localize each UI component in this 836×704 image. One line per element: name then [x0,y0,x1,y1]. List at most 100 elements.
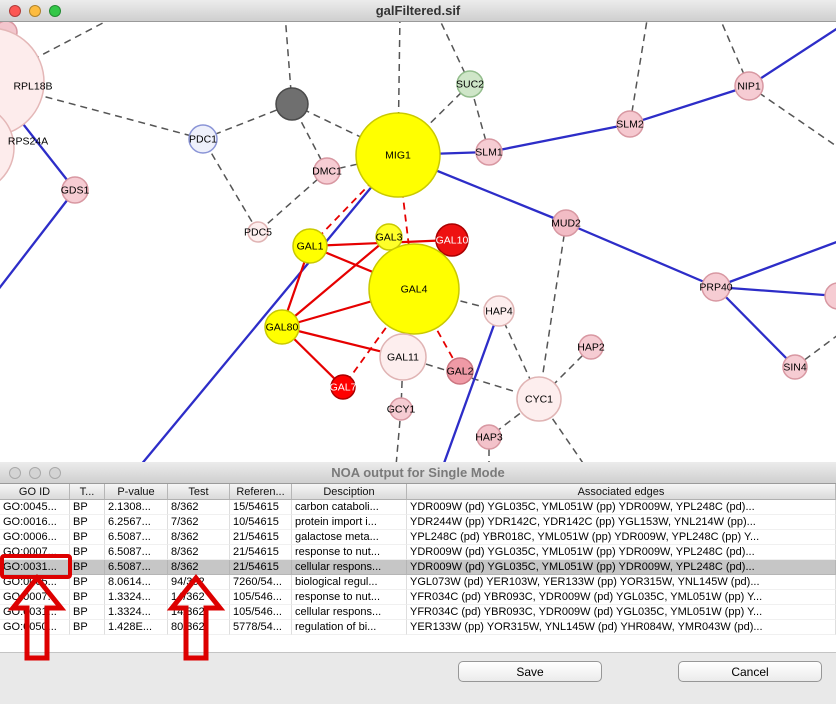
node-SLM1[interactable] [475,138,503,166]
minimize-button[interactable] [29,4,41,17]
table-cell: YDR009W (pd) YGL035C, YML051W (pp) YDR00… [407,560,836,575]
network-edge-dash[interactable] [400,356,404,410]
zoom-button[interactable] [49,4,61,17]
table-cell: 105/546... [230,590,292,605]
table-cell: protein import i... [292,515,407,530]
node-label-SIN4: SIN4 [783,362,807,374]
table-cell: carbon cataboli... [292,500,407,515]
node-label-HAP2: HAP2 [577,342,605,354]
node-GAL11[interactable] [379,333,427,381]
network-edge-pp[interactable] [488,122,631,154]
node-MUD2[interactable] [552,209,580,237]
table-cell: 8/362 [168,560,230,575]
network-node[interactable] [824,282,836,310]
table-cell: 6.5087... [105,530,168,545]
node-label-SUC2: SUC2 [456,79,484,91]
node-PDC5[interactable] [247,221,269,243]
network-edge-dash[interactable] [395,408,402,462]
zoom-button[interactable] [49,466,61,479]
node-GAL80[interactable] [264,309,300,345]
network-edge-reddash[interactable] [309,154,399,247]
node-SIN4[interactable] [782,354,808,380]
network-edge-dash[interactable] [498,310,540,400]
network-edge-dash[interactable] [748,85,836,150]
network-edge-pp[interactable] [443,310,501,462]
output-window-titlebar: NOA output for Single Mode [0,462,836,484]
node-SLM2[interactable] [616,110,644,138]
column-header-t[interactable]: T... [70,484,105,499]
traffic-lights [9,4,61,17]
node-GAL2[interactable] [446,357,474,385]
network-edge-pp[interactable] [140,154,399,462]
node-PDC1[interactable] [188,124,218,154]
node-NIP1[interactable] [734,71,764,101]
node-GCY1[interactable] [389,397,413,421]
table-cell: 80/362 [168,620,230,635]
node-label-GAL2: GAL2 [447,366,474,378]
table-cell: 6.5087... [105,545,168,560]
close-button[interactable] [9,4,21,17]
table-cell: 1.3324... [105,605,168,620]
network-edge-dash[interactable] [538,222,567,400]
network-edge-dash[interactable] [257,170,328,233]
node-DMC1[interactable] [313,157,341,185]
node-GAL10[interactable] [435,223,469,257]
column-header-associated-edges[interactable]: Associated edges [407,484,836,499]
network-edge-dash[interactable] [794,332,836,368]
network-edge-pp[interactable] [715,286,796,368]
node-MIG1[interactable] [355,112,441,198]
node-PRP40[interactable] [701,272,731,302]
close-button[interactable] [9,466,21,479]
network-edge-red[interactable] [281,236,390,328]
node-RPS24A[interactable] [0,104,15,192]
network-edge-dash[interactable] [202,103,293,140]
network-edge-dash[interactable] [202,138,259,233]
node-GAL7[interactable] [330,374,356,400]
cancel-button[interactable]: Cancel [678,661,822,682]
column-header-go-id[interactable]: GO ID [0,484,70,499]
table-cell: 5778/54... [230,620,292,635]
network-edge-pp[interactable] [748,27,836,87]
save-button[interactable]: Save [458,661,602,682]
network-edge-reddash[interactable] [342,288,415,388]
table-cell: GO:0031... [0,560,70,575]
column-header-desciption[interactable]: Desciption [292,484,407,499]
network-node[interactable] [275,87,309,121]
table-cell: YFR034C (pd) YBR093C, YDR009W (pd) YGL03… [407,605,836,620]
node-SUC2[interactable] [456,70,484,98]
node-RPL18B[interactable] [0,28,45,136]
column-header-p-value[interactable]: P-value [105,484,168,499]
table-cell: BP [70,545,105,560]
node-GAL4[interactable] [368,243,460,335]
column-header-test[interactable]: Test [168,484,230,499]
table-cell: response to nut... [292,590,407,605]
network-edge-dash[interactable] [629,22,648,125]
network-edge-pp[interactable] [565,221,717,289]
node-GAL3[interactable] [375,223,403,251]
network-edge-pp[interactable] [629,84,750,126]
node-HAP2[interactable] [578,334,604,360]
node-label-GCY1: GCY1 [387,404,416,416]
node-GAL1[interactable] [292,228,328,264]
node-HAP3[interactable] [476,424,502,450]
minimize-button[interactable] [29,466,41,479]
column-header-referen[interactable]: Referen... [230,484,292,499]
network-edge-pp[interactable] [0,189,76,295]
network-edge-pp[interactable] [715,240,836,289]
table-cell: 8/362 [168,530,230,545]
network-edge-pp[interactable] [715,285,836,298]
network-canvas[interactable]: RPL18BRPS24AGDS1PDC1DMC1MIG1SUC2SLM1SLM2… [0,22,836,462]
node-HAP4[interactable] [483,295,515,327]
node-CYC1[interactable] [516,376,562,422]
node-GDS1[interactable] [61,176,89,204]
node-label-SLM2: SLM2 [616,119,644,131]
